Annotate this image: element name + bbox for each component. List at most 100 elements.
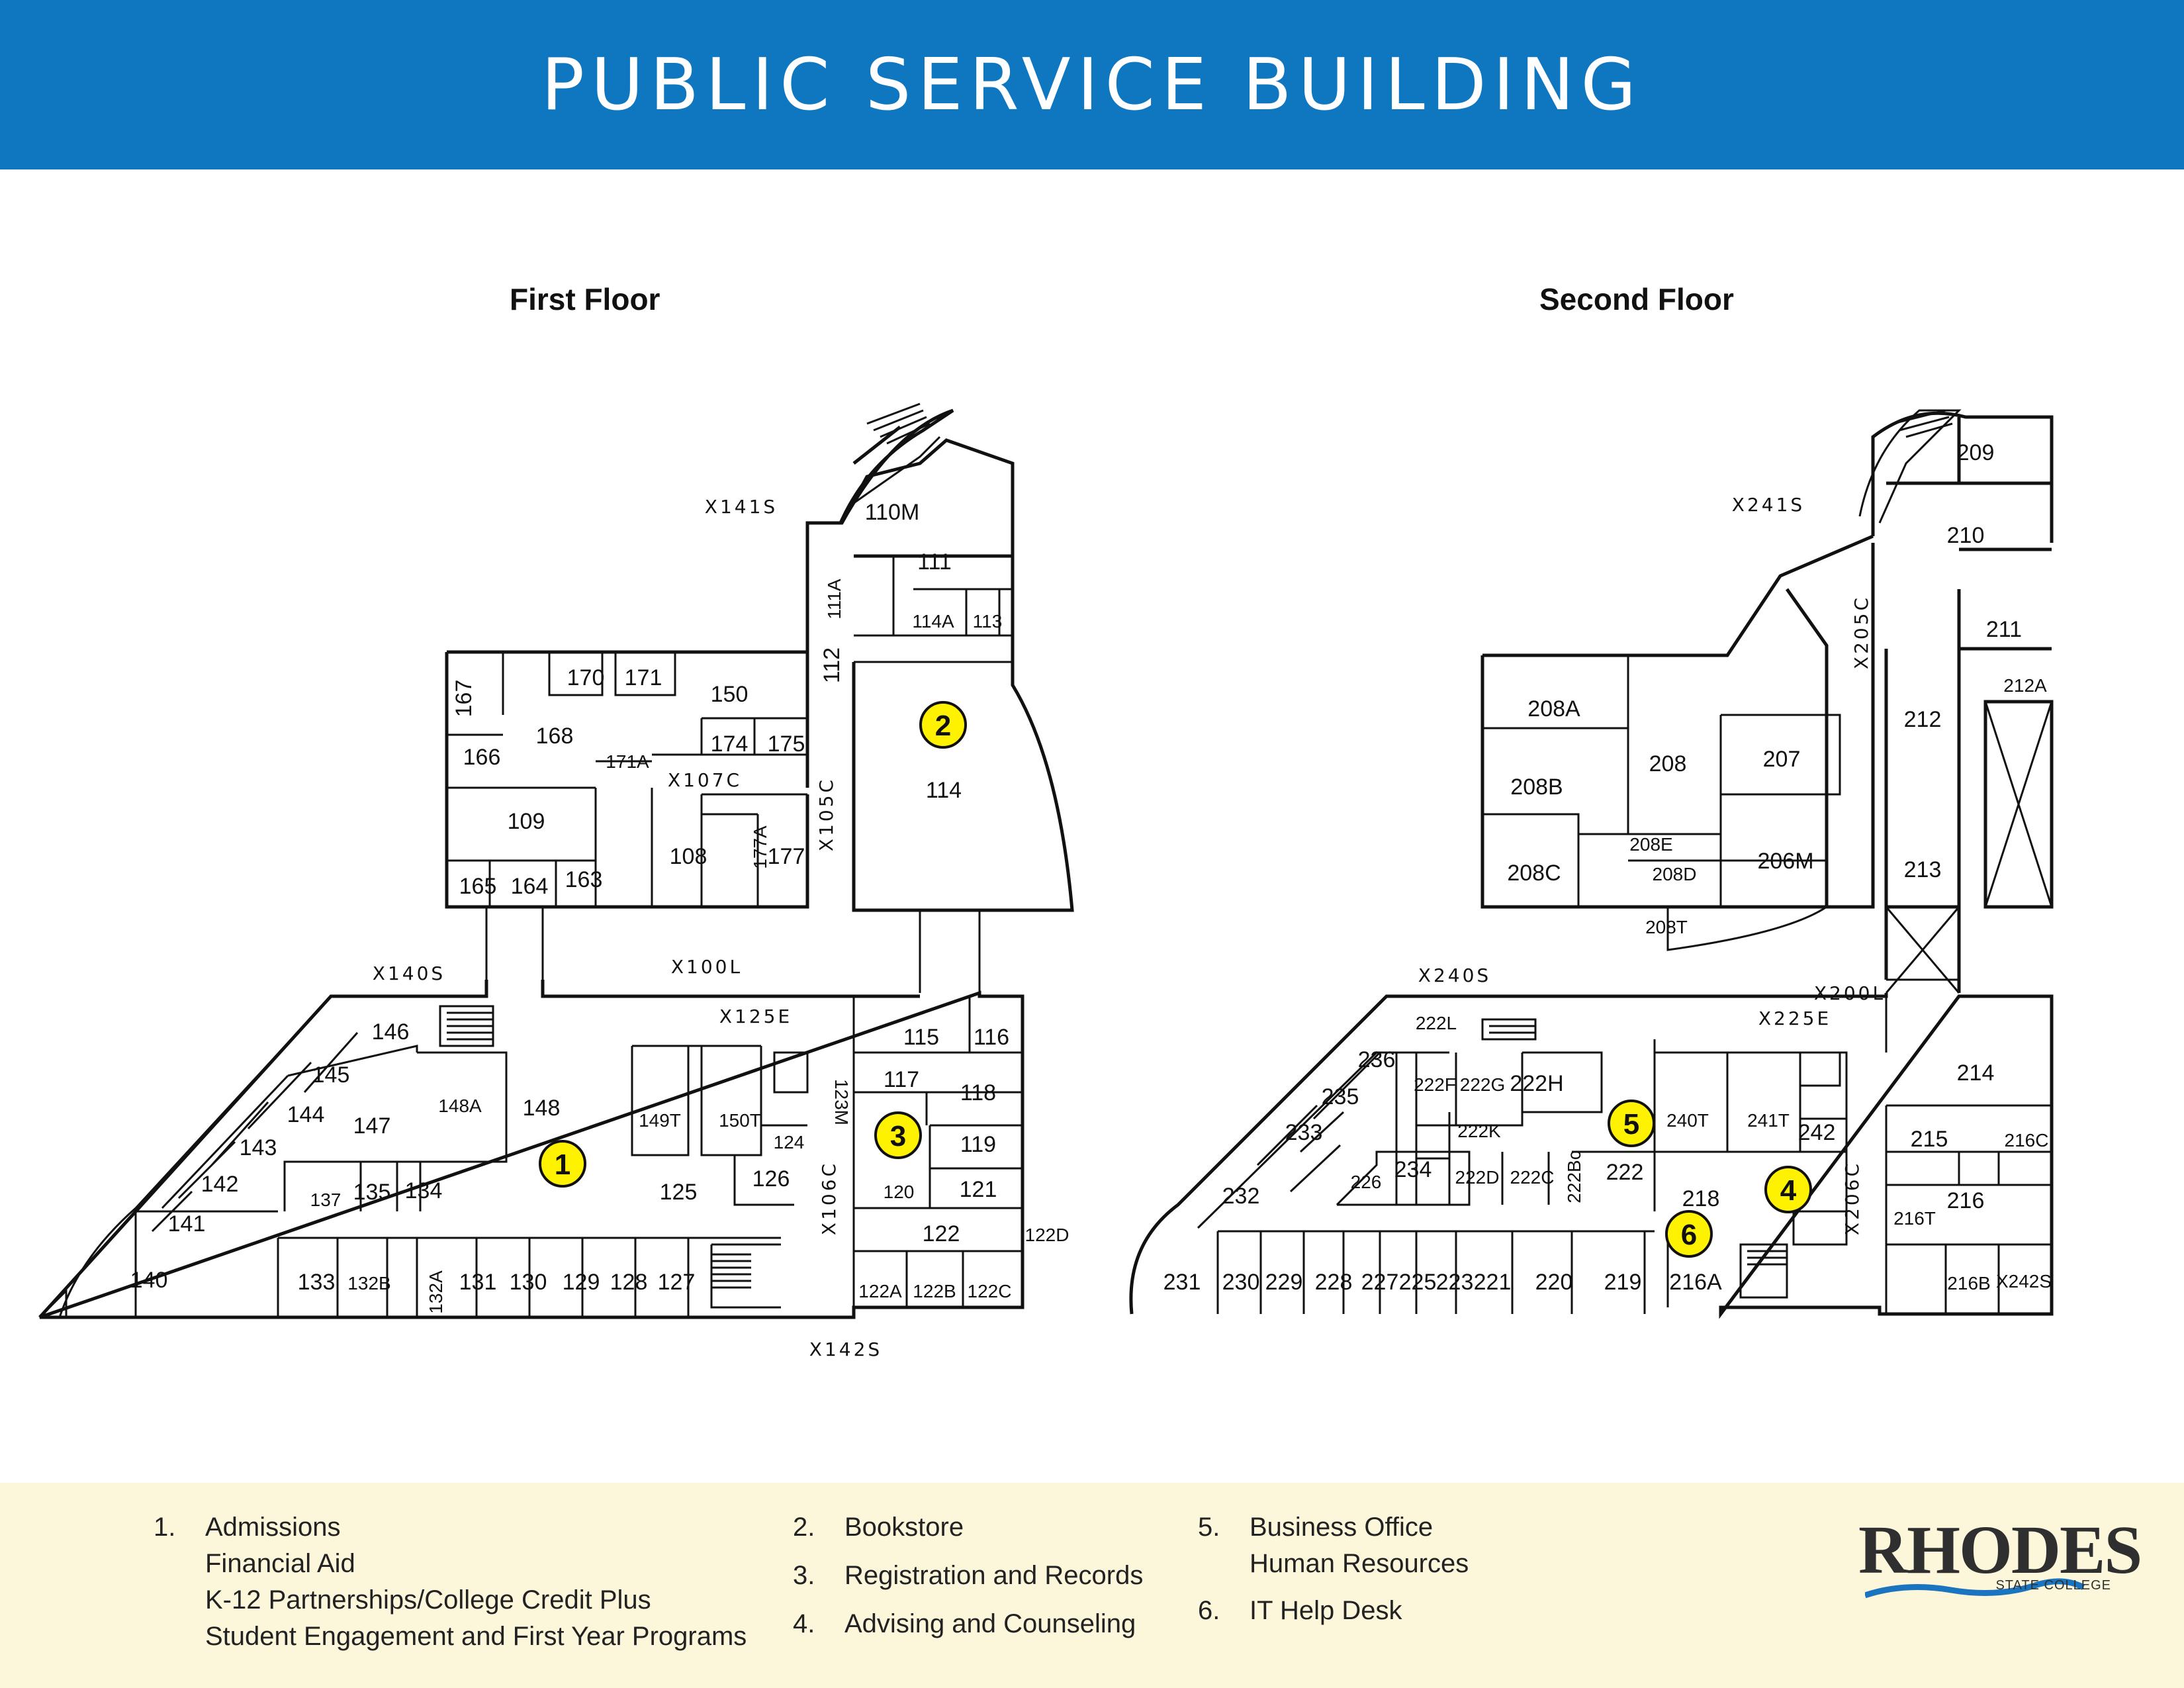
room-label: 212A [2003,675,2047,696]
room-label: 133 [298,1270,336,1295]
room-label: 216A [1669,1270,1722,1295]
room-label: 149T [639,1110,681,1131]
room-label: 208E [1629,834,1672,855]
room-label: X140S [373,962,445,984]
logo-subtitle: STATE COLLEGE [1995,1578,2111,1593]
legend-number: 4. [793,1609,815,1638]
room-label: 167 [451,680,477,718]
room-label: 122A [858,1281,902,1301]
first-floor-walls [38,402,1074,1319]
room-label: 207 [1763,747,1801,772]
room-label: 174 [711,731,749,757]
legend-item: Admissions [205,1513,341,1542]
room-label: 114 [926,778,962,803]
legend-item: Registration and Records [844,1561,1144,1590]
room-label: 222F [1414,1074,1456,1095]
room-label: 128 [610,1270,648,1295]
room-label: 163 [565,867,603,892]
room-label: X142S [809,1338,882,1360]
room-label: 147 [353,1113,391,1139]
room-label: 232 [1222,1184,1260,1209]
room-label: X106C [818,1161,840,1235]
room-label: 214 [1957,1060,1995,1086]
room-label: 132A [426,1270,446,1314]
legend-item: Advising and Counseling [844,1609,1136,1638]
room-label: 117 [884,1067,919,1092]
room-label: 148 [523,1096,561,1121]
room-label: 122 [923,1221,960,1246]
room-label: 166 [463,745,501,770]
room-label: 227 [1361,1270,1399,1295]
room-label: 242 [1798,1120,1836,1145]
room-label: 208C [1507,861,1561,886]
second-floor-walls [1129,409,2054,1319]
room-label: 126 [752,1166,790,1192]
room-label: 231 [1163,1270,1201,1295]
marker-number: 2 [935,710,951,742]
room-label: 177 [768,844,805,869]
room-label: X100L [671,956,743,978]
room-label: 146 [372,1019,410,1045]
legend-number: 6. [1198,1596,1220,1625]
first-floor-title: First Floor [510,282,660,316]
room-label: X225E [1758,1008,1831,1029]
room-label: 140 [130,1268,168,1293]
room-label: 129 [563,1270,600,1295]
legend-item: Business Office [1250,1513,1433,1542]
room-label: 222L [1416,1013,1457,1033]
room-label: 218 [1682,1186,1720,1211]
location-marker-4: 4 [1764,1166,1812,1213]
room-label: X206C [1841,1161,1863,1235]
room-label: 220 [1535,1270,1573,1295]
room-label: 230 [1222,1270,1260,1295]
room-label: 208A [1527,696,1580,722]
room-label: 112 [819,647,844,683]
room-label: X125E [719,1006,792,1027]
room-label: 216 [1947,1188,1985,1213]
legend-item: Student Engagement and First Year Progra… [205,1622,747,1651]
room-label: 134 [405,1178,443,1203]
room-label: 171A [606,751,649,772]
room-label: 122B [913,1281,956,1301]
room-label: 124 [774,1132,805,1152]
header-bar: PUBLIC SERVICE BUILDING [0,0,2184,169]
room-label: 142 [201,1172,239,1197]
room-label: 212 [1904,707,1942,732]
room-label: 170 [567,665,605,690]
room-label: 236 [1358,1047,1396,1072]
logo-name: RHODES [1858,1512,2142,1588]
location-marker-5: 5 [1608,1100,1655,1147]
room-label: 222C [1510,1167,1555,1188]
room-label: 228 [1315,1270,1353,1295]
room-label: X240S [1418,964,1491,986]
marker-circle [1764,1166,1812,1213]
room-label: 216B [1947,1273,1990,1293]
room-label: 121 [960,1177,997,1202]
room-label: 165 [459,874,497,899]
room-label: X141S [705,496,778,518]
room-label: 150T [719,1110,761,1131]
room-label: 222K [1457,1121,1501,1141]
room-label: 113 [973,611,1003,632]
room-label: 148A [438,1096,482,1116]
room-label: 211 [1986,617,2022,642]
room-label: 234 [1394,1157,1432,1182]
legend-number: 1. [154,1513,176,1542]
room-label: 222 [1606,1160,1644,1185]
marker-circle [1608,1100,1655,1147]
room-label: 233 [1285,1120,1323,1145]
room-label: 132B [347,1273,390,1293]
room-label: X105C [815,777,837,851]
second-floor-title: Second Floor [1539,282,1734,316]
room-label: 241T [1747,1110,1790,1131]
room-label: 206M [1757,849,1813,874]
room-label: 110M [865,500,920,525]
marker-circle [539,1140,586,1188]
legend-item: Human Resources [1250,1549,1469,1578]
room-label: 137 [310,1190,341,1210]
legend-item: IT Help Desk [1250,1596,1402,1625]
room-label: 150 [711,682,749,707]
legend-item: K-12 Partnerships/College Credit Plus [205,1585,651,1615]
room-label: 135 [353,1180,391,1205]
